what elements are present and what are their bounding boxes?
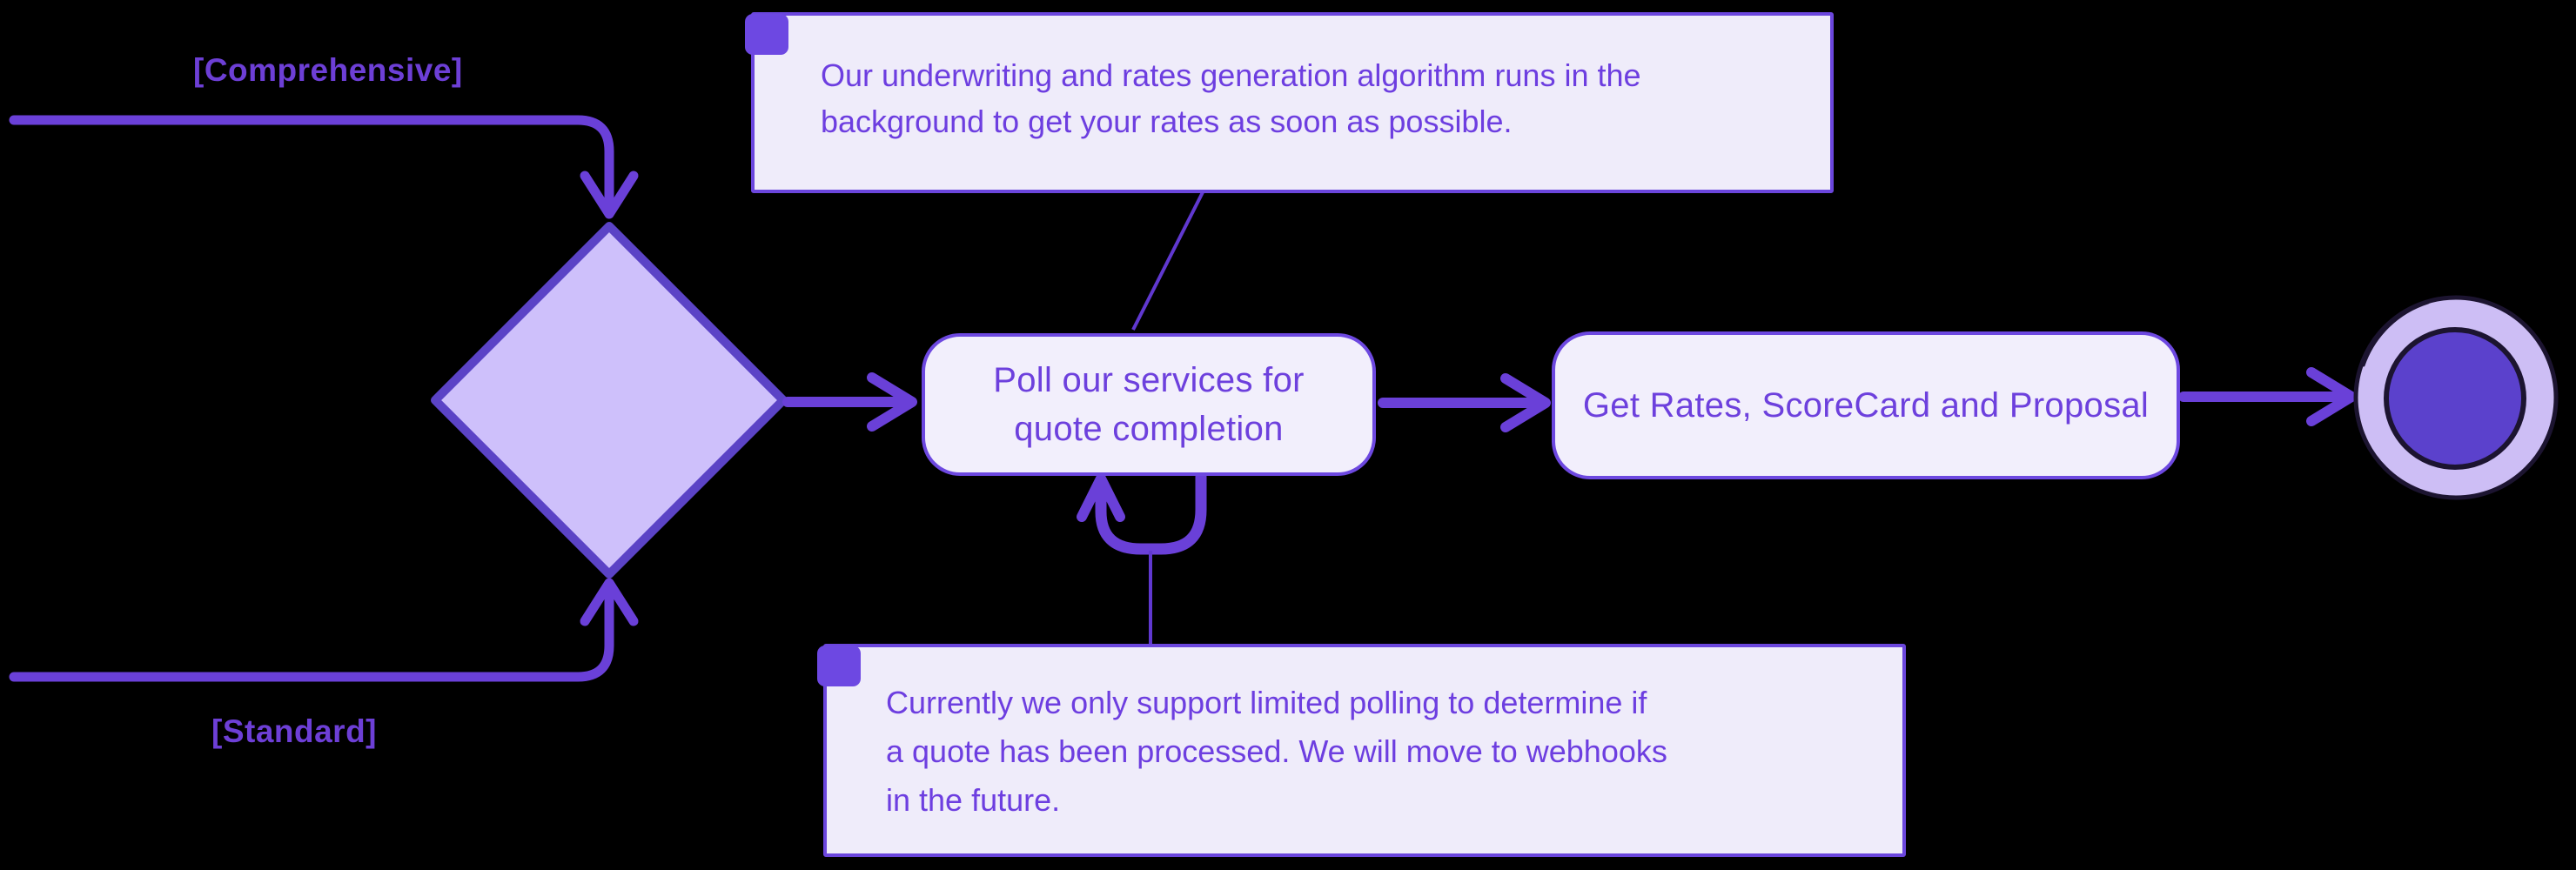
- final-node-inner-circle: [2384, 327, 2526, 470]
- note-underwriting: Our underwriting and rates generation al…: [745, 12, 1834, 193]
- note-top-connector: [1131, 191, 1204, 331]
- note-polling-line2: a quote has been processed. We will move…: [886, 733, 1667, 769]
- note-polling-line3: in the future.: [886, 782, 1061, 818]
- note-polling: Currently we only support limited pollin…: [817, 644, 1906, 857]
- activity-poll-label-line1: Poll our services for: [993, 361, 1305, 399]
- note-corner-icon: [817, 646, 861, 686]
- decision-diamond: [431, 222, 788, 579]
- flow-comprehensive-line: [9, 115, 614, 214]
- activity-poll-services: Poll our services for quote completion: [922, 333, 1376, 476]
- flow-standard-arrowhead-icon: [580, 578, 639, 626]
- edge-poll-to-getrates-arrowhead-icon: [1500, 373, 1551, 432]
- note-underwriting-line1: Our underwriting and rates generation al…: [821, 57, 1641, 93]
- edge-decision-to-poll-arrowhead-icon: [867, 372, 917, 432]
- activity-poll-label-line2: quote completion: [1014, 410, 1284, 448]
- note-underwriting-line2: background to get your rates as soon as …: [821, 104, 1513, 139]
- activity-poll-label: Poll our services for quote completion: [993, 356, 1305, 453]
- edge-getrates-to-final-arrowhead-icon: [2306, 367, 2357, 426]
- flow-standard-line: [9, 585, 614, 682]
- guard-label-comprehensive: [Comprehensive]: [193, 52, 463, 88]
- self-loop-line: [1095, 471, 1207, 555]
- note-corner-icon: [745, 14, 788, 55]
- note-polling-text: Currently we only support limited pollin…: [886, 679, 1850, 825]
- note-underwriting-text: Our underwriting and rates generation al…: [821, 52, 1778, 144]
- self-loop-arrowhead-icon: [1077, 473, 1125, 522]
- final-node-sketch-stroke: [2362, 301, 2430, 367]
- note-polling-line1: Currently we only support limited pollin…: [886, 685, 1647, 720]
- activity-get-rates-label: Get Rates, ScoreCard and Proposal: [1582, 386, 2150, 425]
- flow-comprehensive-arrowhead-icon: [580, 171, 639, 219]
- guard-label-standard: [Standard]: [211, 713, 377, 749]
- activity-get-rates: Get Rates, ScoreCard and Proposal: [1552, 331, 2180, 479]
